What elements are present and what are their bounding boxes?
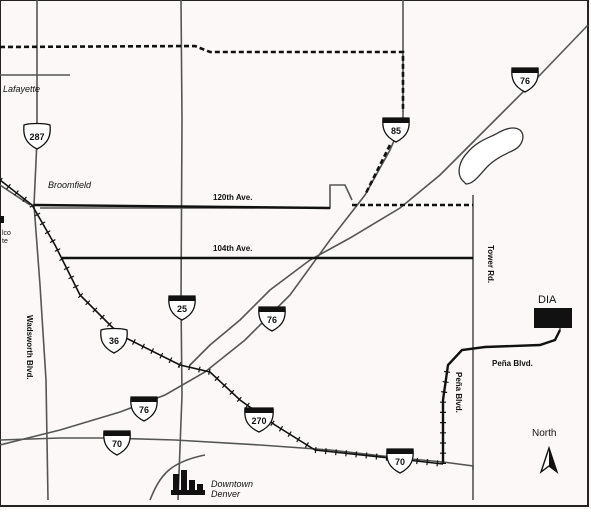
downtown-denver: Downtown Denver xyxy=(171,470,253,499)
svg-text:270: 270 xyxy=(251,416,266,426)
dia-building xyxy=(534,308,572,328)
shield-i70-west: 70 xyxy=(103,430,131,456)
downtown-label-line2: Denver xyxy=(211,489,241,499)
local-roads xyxy=(0,0,589,501)
svg-text:70: 70 xyxy=(112,439,122,449)
i25-road xyxy=(177,0,183,501)
shield-i76-middle: 76 xyxy=(258,306,286,332)
broomfield-label: Broomfield xyxy=(48,180,92,190)
westminster-fragment-1: lco xyxy=(2,230,11,237)
svg-text:36: 36 xyxy=(109,336,119,346)
i70-road xyxy=(0,437,474,500)
skyline-icon xyxy=(171,470,205,495)
svg-text:76: 76 xyxy=(139,405,149,415)
lafayette-label: Lafayette xyxy=(3,84,40,94)
label-wadsworth: Wadsworth Blvd. xyxy=(25,315,34,380)
downtown-label-line1: Downtown xyxy=(211,479,253,489)
dia-airport: DIA xyxy=(534,294,572,328)
i76-road xyxy=(189,24,589,366)
svg-text:76: 76 xyxy=(520,76,530,86)
shield-i76-northeast: 76 xyxy=(511,67,539,93)
road-120th-west xyxy=(33,203,331,210)
shield-us36: 36 xyxy=(100,327,128,354)
shield-i76-southwest: 76 xyxy=(130,396,158,422)
shield-us287: 287 xyxy=(23,122,51,150)
north-arrow: North xyxy=(532,428,559,474)
westminster-marker xyxy=(0,216,4,223)
label-pena-blvd-v: Peña Blvd. xyxy=(454,372,463,413)
label-pena-blvd-h: Peña Blvd. xyxy=(492,359,533,368)
svg-text:25: 25 xyxy=(177,304,187,314)
road-sw-curve xyxy=(149,454,206,501)
shield-i25: 25 xyxy=(168,295,196,321)
shield-i270: 270 xyxy=(244,407,274,433)
westminster-fragment-2: te xyxy=(2,238,8,245)
label-120th-ave: 120th Ave. xyxy=(213,193,252,202)
svg-text:76: 76 xyxy=(267,315,277,325)
svg-text:287: 287 xyxy=(29,132,44,142)
lake xyxy=(458,127,524,185)
i85-road xyxy=(0,0,404,446)
north-label: North xyxy=(532,428,556,439)
label-tower-rd: Tower Rd. xyxy=(486,245,495,283)
label-104th-ave: 104th Ave. xyxy=(213,244,252,253)
dia-label: DIA xyxy=(538,294,557,306)
shield-i70-east: 70 xyxy=(386,448,414,474)
svg-text:70: 70 xyxy=(395,457,405,467)
railroad xyxy=(0,177,451,467)
dashed-road-i85 xyxy=(363,144,392,196)
shield-i85: 85 xyxy=(382,117,410,143)
svg-text:85: 85 xyxy=(391,126,401,136)
dashed-road-north xyxy=(0,44,405,112)
us287-road xyxy=(33,0,49,501)
